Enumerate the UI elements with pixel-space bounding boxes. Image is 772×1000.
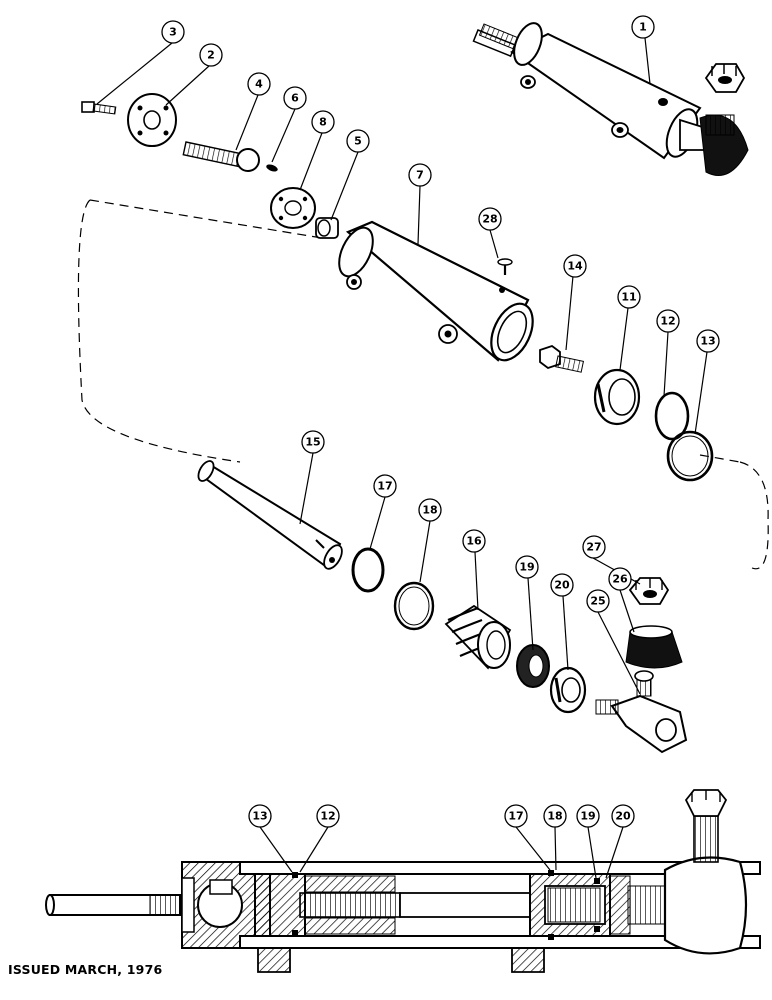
cylinder-cross-section	[45, 789, 761, 973]
svg-text:13: 13	[700, 335, 715, 348]
svg-text:8: 8	[319, 116, 327, 129]
svg-text:1: 1	[639, 21, 647, 34]
callout-19: 19	[515, 555, 539, 579]
callout-13: 13	[696, 329, 720, 353]
callout-8: 8	[311, 110, 335, 134]
svg-text:26: 26	[612, 573, 628, 586]
castle-nut-icon	[704, 63, 746, 93]
steering-cylinder-assembly	[472, 22, 749, 176]
svg-text:6: 6	[291, 92, 299, 105]
svg-text:5: 5	[354, 135, 362, 148]
callout-20: 20	[550, 573, 574, 597]
callout-28: 28	[478, 207, 502, 231]
section-callout-13: 13	[248, 804, 272, 828]
castle-nut-part-27	[628, 577, 670, 605]
callout-15: 15	[301, 430, 325, 454]
plate-part-8	[270, 187, 316, 229]
screw-part-3	[81, 101, 117, 115]
callout-17: 17	[373, 474, 397, 498]
svg-text:25: 25	[590, 595, 605, 608]
callout-2: 2	[199, 43, 223, 67]
gland-part-11	[593, 368, 641, 426]
ball-stud-part-4	[182, 141, 260, 172]
o-ring-part-12	[654, 391, 690, 441]
boot-part-26	[625, 625, 683, 669]
svg-text:20: 20	[615, 810, 631, 823]
svg-text:20: 20	[554, 579, 570, 592]
callout-25: 25	[586, 589, 610, 613]
svg-text:18: 18	[422, 504, 437, 517]
backup-ring-part-18	[393, 581, 435, 631]
callout-18: 18	[418, 498, 442, 522]
o-ring-part-17	[351, 547, 385, 593]
wiper-part-20	[549, 666, 587, 714]
svg-text:18: 18	[547, 810, 562, 823]
svg-text:11: 11	[621, 291, 636, 304]
assembly-dashed-outline-right	[699, 454, 741, 463]
section-callout-12: 12	[316, 804, 340, 828]
callout-4: 4	[247, 72, 271, 96]
callout-6: 6	[283, 86, 307, 110]
screw-part-28	[497, 258, 513, 275]
flange-part-2	[127, 93, 177, 147]
section-callout-17: 17	[504, 804, 528, 828]
svg-text:14: 14	[567, 260, 583, 273]
piston-rod-part-15	[197, 460, 343, 570]
svg-text:16: 16	[466, 535, 482, 548]
pin-part-6	[266, 164, 278, 172]
leader-lines	[96, 37, 708, 879]
bolt-part-14	[539, 344, 585, 373]
callout-14: 14	[563, 254, 587, 278]
svg-text:3: 3	[169, 26, 177, 39]
callout-7: 7	[408, 163, 432, 187]
callout-11: 11	[617, 285, 641, 309]
cylinder-barrel-part-7	[338, 220, 534, 362]
section-callout-18: 18	[543, 804, 567, 828]
section-callout-20: 20	[611, 804, 635, 828]
svg-text:13: 13	[252, 810, 267, 823]
tie-rod-end-part-25	[595, 670, 688, 754]
callout-5: 5	[346, 129, 370, 153]
svg-text:28: 28	[482, 213, 497, 226]
svg-text:4: 4	[255, 78, 263, 91]
section-callout-19: 19	[576, 804, 600, 828]
seat-part-5	[315, 217, 339, 239]
callout-26: 26	[608, 567, 632, 591]
svg-text:19: 19	[519, 561, 534, 574]
svg-text:15: 15	[305, 436, 320, 449]
callout-3: 3	[161, 20, 185, 44]
callout-27: 27	[582, 535, 606, 559]
issued-date-footer: ISSUED MARCH, 1976	[8, 962, 163, 977]
svg-text:2: 2	[207, 49, 215, 62]
svg-text:19: 19	[580, 810, 595, 823]
svg-text:27: 27	[586, 541, 601, 554]
svg-text:17: 17	[377, 480, 392, 493]
piston-part-16	[444, 604, 512, 670]
callout-16: 16	[462, 529, 486, 553]
svg-text:7: 7	[416, 169, 424, 182]
seal-part-19	[516, 644, 550, 688]
callout-12: 12	[656, 309, 680, 333]
assembly-dashed-outline	[77, 199, 769, 570]
svg-text:12: 12	[660, 315, 675, 328]
svg-text:12: 12	[320, 810, 335, 823]
callout-1: 1	[631, 15, 655, 39]
backup-ring-part-13	[666, 430, 714, 482]
svg-text:17: 17	[508, 810, 523, 823]
